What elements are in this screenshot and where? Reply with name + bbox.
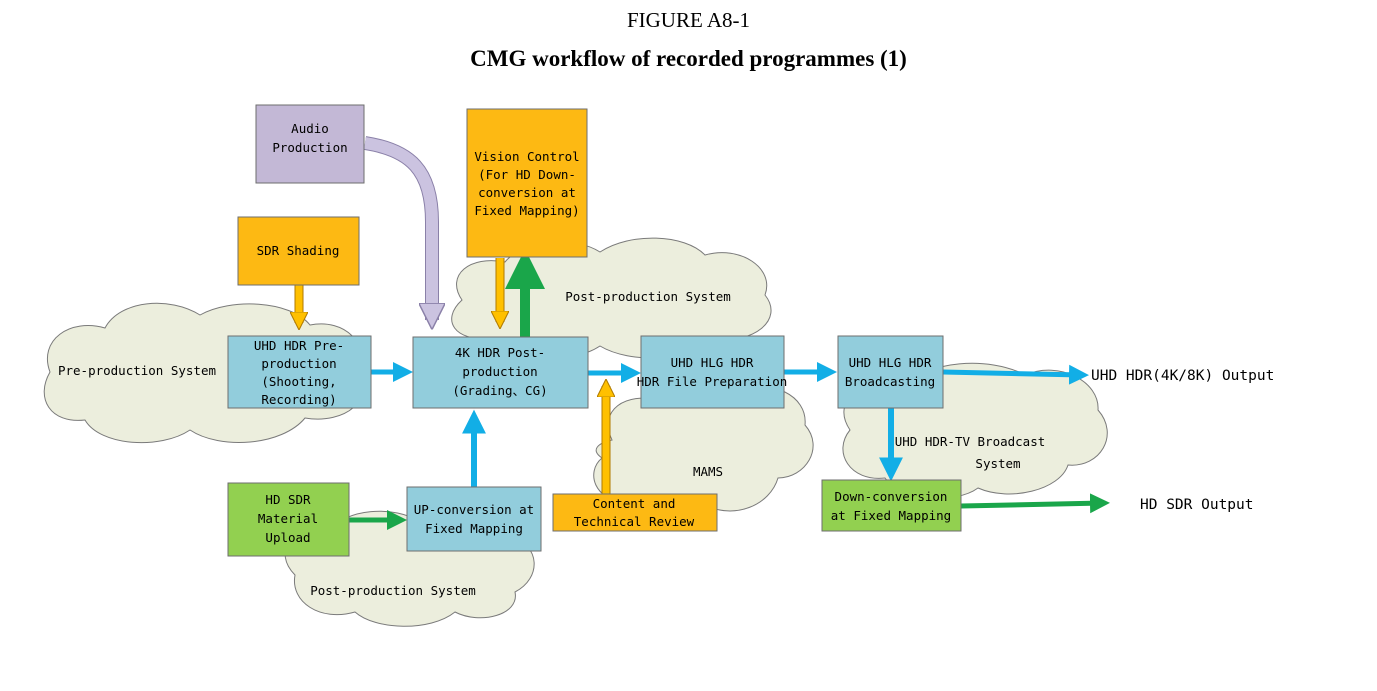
svg-text:UHD HDR Pre-: UHD HDR Pre- (254, 338, 344, 353)
svg-text:Production: Production (272, 140, 347, 155)
preproduction-cloud-label: Pre-production System (58, 363, 216, 378)
svg-text:HDR File Preparation: HDR File Preparation (637, 374, 788, 389)
svg-text:Broadcasting: Broadcasting (845, 374, 935, 389)
svg-text:Down-conversion: Down-conversion (835, 489, 948, 504)
svg-text:SDR Shading: SDR Shading (257, 243, 340, 258)
svg-text:Content and: Content and (593, 496, 676, 511)
arrow-audio-to-post-fill (364, 137, 432, 320)
svg-text:HD SDR: HD SDR (265, 492, 311, 507)
4k-hdr-postproduction-box: 4K HDR Post- production (Grading、CG) (412, 336, 589, 409)
hd-sdr-output-label: HD SDR Output (1140, 497, 1254, 513)
svg-text:conversion at: conversion at (478, 185, 576, 200)
postproduction-top-cloud-label: Post-production System (565, 289, 731, 304)
svg-text:Upload: Upload (265, 530, 310, 545)
svg-text:UP-conversion at: UP-conversion at (414, 502, 534, 517)
svg-text:Vision Control: Vision Control (474, 149, 579, 164)
arrow-broadcast-to-uhd-output (942, 364, 1089, 385)
figure-number: FIGURE A8-1 (626, 8, 751, 32)
svg-text:(For HD Down-: (For HD Down- (478, 167, 576, 182)
uhd-hlg-hdr-broadcasting-box: UHD HLG HDR Broadcasting (837, 335, 944, 409)
sdr-shading-box: SDR Shading (237, 216, 360, 286)
svg-text:UHD HLG HDR: UHD HLG HDR (671, 355, 754, 370)
svg-text:at Fixed Mapping: at Fixed Mapping (831, 508, 951, 523)
audio-production-box: Audio Production (255, 104, 365, 184)
svg-text:Material: Material (258, 511, 318, 526)
content-technical-review-box: Content and Technical Review (552, 493, 718, 532)
figure-title: CMG workflow of recorded programmes (1) (470, 46, 907, 71)
mams-cloud-label: MAMS (693, 464, 723, 479)
svg-text:Fixed Mapping): Fixed Mapping) (474, 203, 579, 218)
postproduction-bottom-cloud-label: Post-production System (310, 583, 476, 598)
svg-text:Fixed Mapping: Fixed Mapping (425, 521, 523, 536)
hd-sdr-material-upload-box: HD SDR Material Upload (227, 482, 350, 557)
broadcast-cloud-label-2: System (975, 456, 1020, 471)
svg-text:Technical Review: Technical Review (574, 514, 695, 529)
vision-control-box: Vision Control (For HD Down- conversion … (466, 108, 588, 258)
uhd-hdr-output-label: UHD HDR(4K/8K) Output (1091, 368, 1274, 384)
svg-text:4K HDR Post-: 4K HDR Post- (455, 345, 545, 360)
svg-text:UHD HLG HDR: UHD HLG HDR (849, 355, 932, 370)
svg-text:production: production (261, 356, 336, 371)
svg-text:production: production (462, 364, 537, 379)
svg-text:(Grading、CG): (Grading、CG) (452, 383, 547, 398)
svg-text:Recording): Recording) (261, 392, 336, 407)
svg-text:(Shooting,: (Shooting, (261, 374, 336, 389)
broadcast-cloud-label-1: UHD HDR-TV Broadcast (895, 434, 1046, 449)
uhd-hlg-hdr-file-preparation-box: UHD HLG HDR HDR File Preparation (637, 335, 788, 409)
uhd-hdr-preproduction-box: UHD HDR Pre- production (Shooting, Recor… (227, 335, 372, 409)
svg-text:Audio: Audio (291, 121, 329, 136)
down-conversion-box: Down-conversion at Fixed Mapping (821, 479, 962, 532)
arrow-downconv-to-hd-output (960, 493, 1110, 514)
up-conversion-box: UP-conversion at Fixed Mapping (406, 486, 542, 552)
